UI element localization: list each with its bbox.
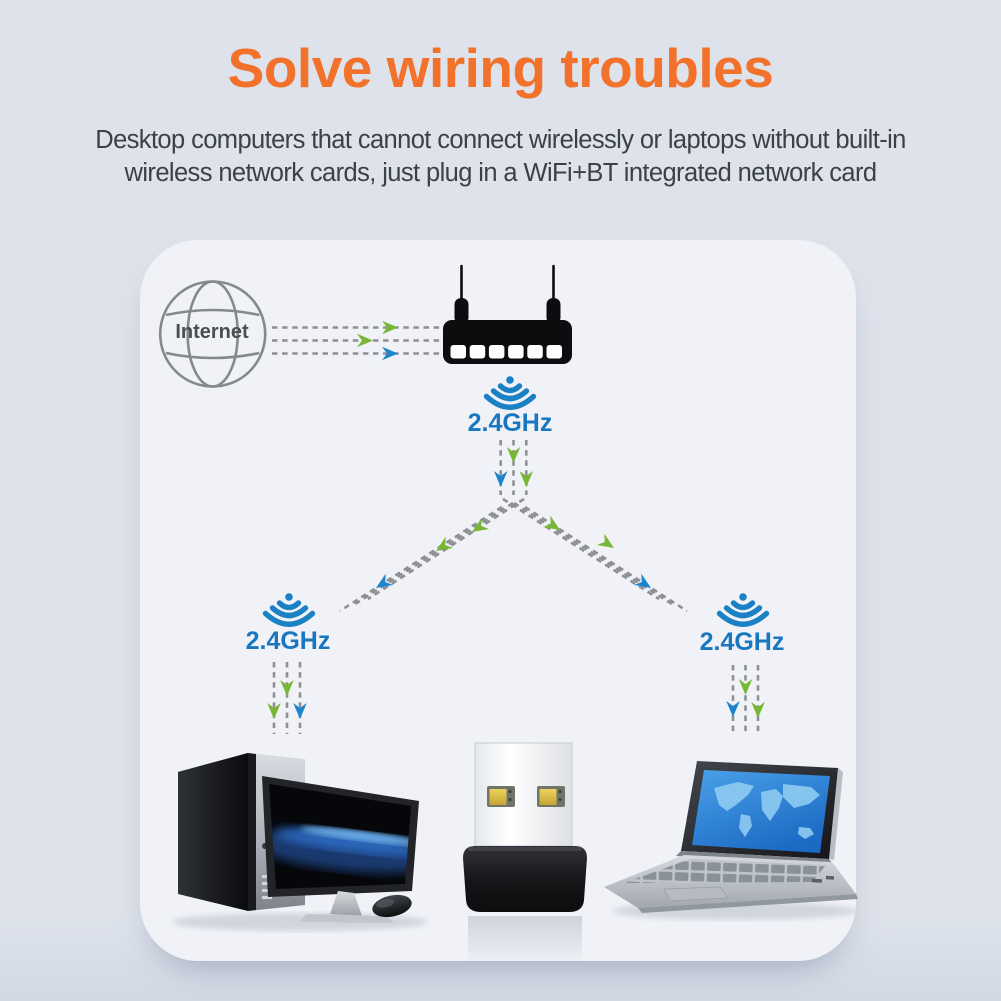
arrow-down-blue-icon <box>726 701 740 717</box>
router-band-label: 2.4GHz <box>468 409 553 437</box>
wifi-router-icon <box>443 264 572 364</box>
desktop-band-label: 2.4GHz <box>246 627 331 655</box>
world-map-graphic <box>714 782 820 839</box>
arrow-down-green-icon <box>751 702 765 718</box>
desktop-computer-icon <box>172 753 428 931</box>
page-subtitle: Desktop computers that cannot connect wi… <box>0 124 1001 190</box>
router-downlink-lines <box>493 440 534 495</box>
arrow-down-green-icon <box>738 679 753 695</box>
laptop-icon <box>604 761 858 920</box>
arrow-downright-green-icon <box>596 533 618 554</box>
link-to-desktop-lines <box>339 497 525 613</box>
subtitle-line-2: wireless network cards, just plug in a W… <box>124 159 878 187</box>
monitor-screen-glow <box>269 826 411 873</box>
desktop-wifi-signal-icon: 2.4GHz <box>246 593 331 734</box>
link-to-laptop-lines <box>502 497 688 613</box>
arrow-down-green-icon <box>506 447 521 463</box>
internet-label: Internet <box>175 321 249 343</box>
arrow-right-green-icon <box>357 333 373 348</box>
laptop-wifi-signal-icon: 2.4GHz <box>700 593 785 735</box>
router-wifi-signal-icon: 2.4GHz <box>468 376 553 437</box>
mouse-icon <box>372 894 412 918</box>
subtitle-line-1: Desktop computers that cannot connect wi… <box>95 126 906 154</box>
laptop-band-label: 2.4GHz <box>700 628 785 656</box>
page-title: Solve wiring troubles <box>227 37 774 99</box>
internet-to-router-links <box>272 320 441 361</box>
usb-wifi-adapter-icon <box>463 742 587 966</box>
globe-icon: Internet <box>158 280 267 388</box>
